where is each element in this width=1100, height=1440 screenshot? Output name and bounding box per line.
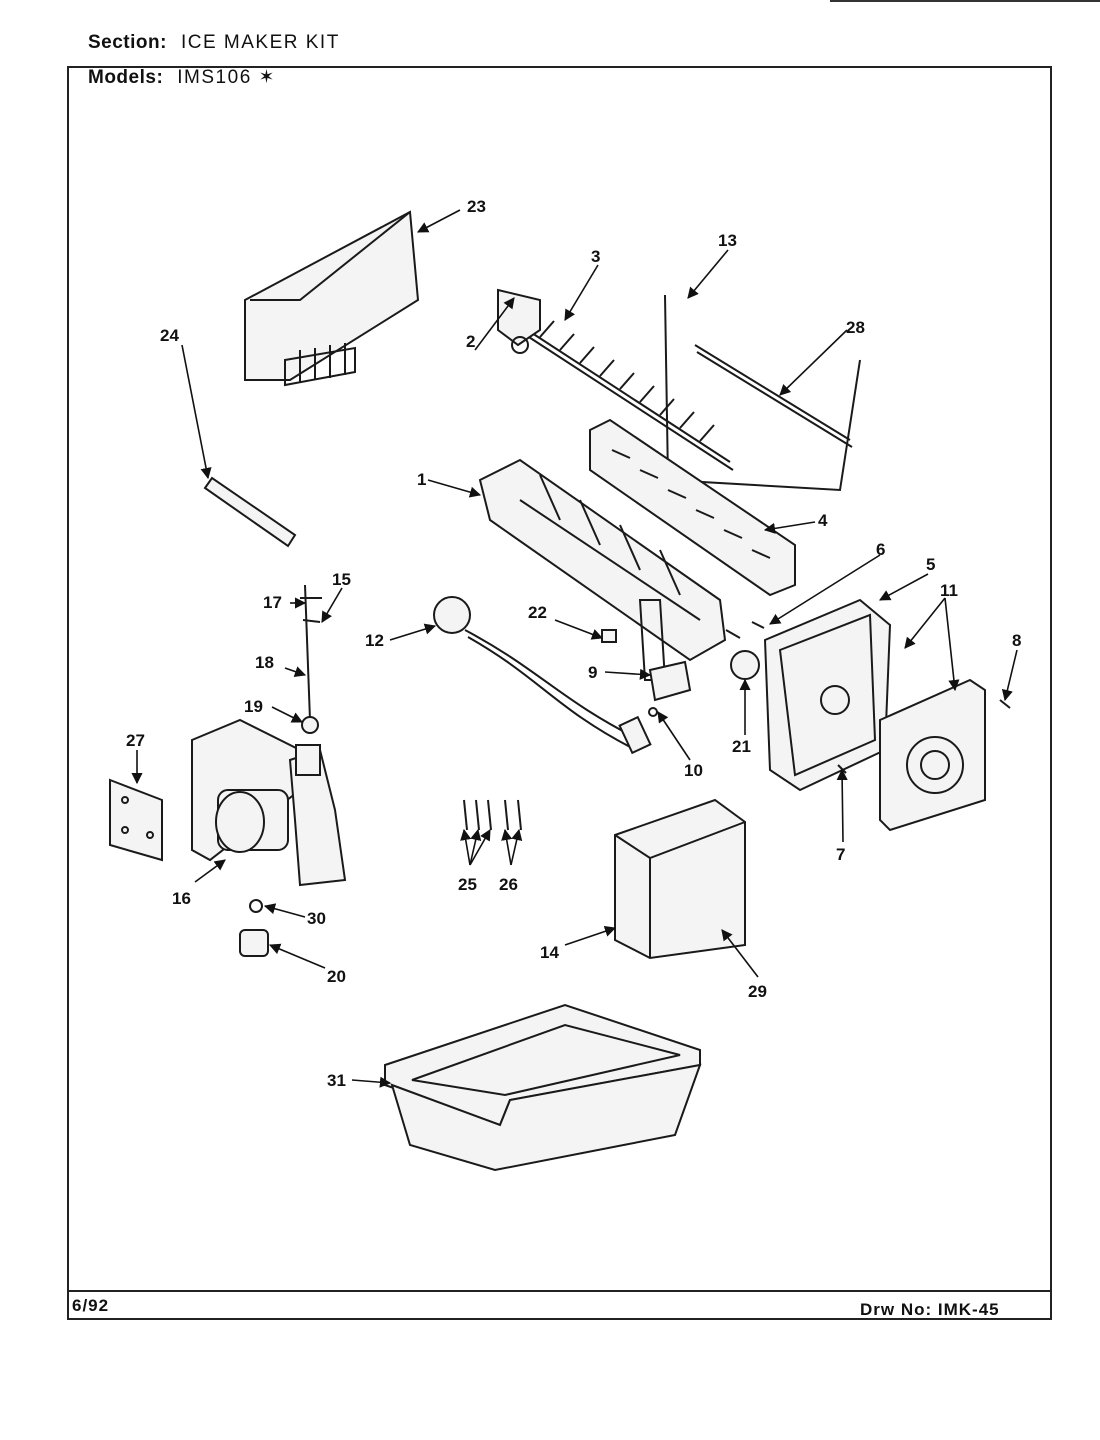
models-heading: Models: IMS106 ✶	[88, 66, 276, 89]
callout-16: 16	[172, 889, 191, 908]
callout-15: 15	[332, 570, 351, 589]
part-14-29-box	[614, 798, 746, 960]
callout-28: 28	[846, 318, 865, 337]
callout-1: 1	[417, 470, 426, 489]
callout-14: 14	[540, 943, 559, 962]
callout-3: 3	[591, 247, 600, 266]
part-22-9-10-small	[601, 629, 692, 717]
callout-31: 31	[327, 1071, 346, 1090]
models-value: IMS106 ✶	[177, 67, 276, 88]
callout-20: 20	[327, 967, 346, 986]
callout-23: 23	[467, 197, 486, 216]
part-17-18-fill-tube	[300, 584, 322, 734]
callout-22: 22	[528, 603, 547, 622]
part-30-20-fittings	[239, 899, 269, 957]
callout-5: 5	[926, 555, 935, 574]
part-24-rod	[203, 476, 297, 548]
callout-labels: 23 3 13 28 2 24 1 4 6 5 11 8 15 17 18 19…	[126, 197, 1021, 1090]
callout-11: 11	[940, 581, 958, 600]
drawing-number: Drw No: IMK-45	[860, 1300, 1000, 1319]
part-23-cover	[244, 210, 420, 387]
drawing-frame	[67, 66, 1052, 1320]
part-12-harness	[433, 596, 652, 755]
callout-9: 9	[588, 663, 597, 682]
top-edge-line	[830, 0, 1100, 2]
section-heading: Section: ICE MAKER KIT	[88, 32, 340, 54]
part-11-module	[879, 678, 986, 832]
callout-27: 27	[126, 731, 145, 750]
footer-date: 6/92	[72, 1296, 110, 1315]
callout-18: 18	[255, 653, 274, 672]
part-31-ice-bin	[384, 1003, 702, 1172]
callout-4: 4	[818, 511, 828, 530]
callout-30: 30	[307, 909, 326, 928]
section-label: Section:	[88, 32, 167, 53]
part-25-26-screws	[463, 799, 522, 831]
part-21-6-gear	[725, 621, 765, 680]
callout-12: 12	[365, 631, 384, 650]
part-13-28-arm	[664, 294, 861, 492]
callout-8: 8	[1012, 631, 1021, 650]
callout-24: 24	[160, 326, 179, 345]
section-value: ICE MAKER KIT	[180, 32, 340, 53]
callout-19: 19	[244, 697, 263, 716]
part-2-bracket	[497, 288, 541, 354]
footer-divider	[67, 1290, 1052, 1292]
leader-lines	[131, 209, 1018, 1088]
callout-2: 2	[466, 332, 475, 351]
callout-25: 25	[458, 875, 477, 894]
part-1-mold	[478, 458, 727, 681]
callout-6: 6	[876, 540, 885, 559]
callout-17: 17	[263, 593, 282, 612]
callout-29: 29	[748, 982, 767, 1001]
callout-7: 7	[836, 845, 845, 864]
part-27-plate	[109, 778, 163, 862]
callout-13: 13	[718, 231, 737, 250]
part-4-stripper	[589, 418, 796, 597]
part-5-housing	[763, 598, 892, 792]
callout-21: 21	[732, 737, 751, 756]
models-label: Models:	[88, 67, 164, 88]
part-16-valve	[191, 718, 347, 887]
callout-10: 10	[684, 761, 703, 780]
callout-26: 26	[499, 875, 518, 894]
